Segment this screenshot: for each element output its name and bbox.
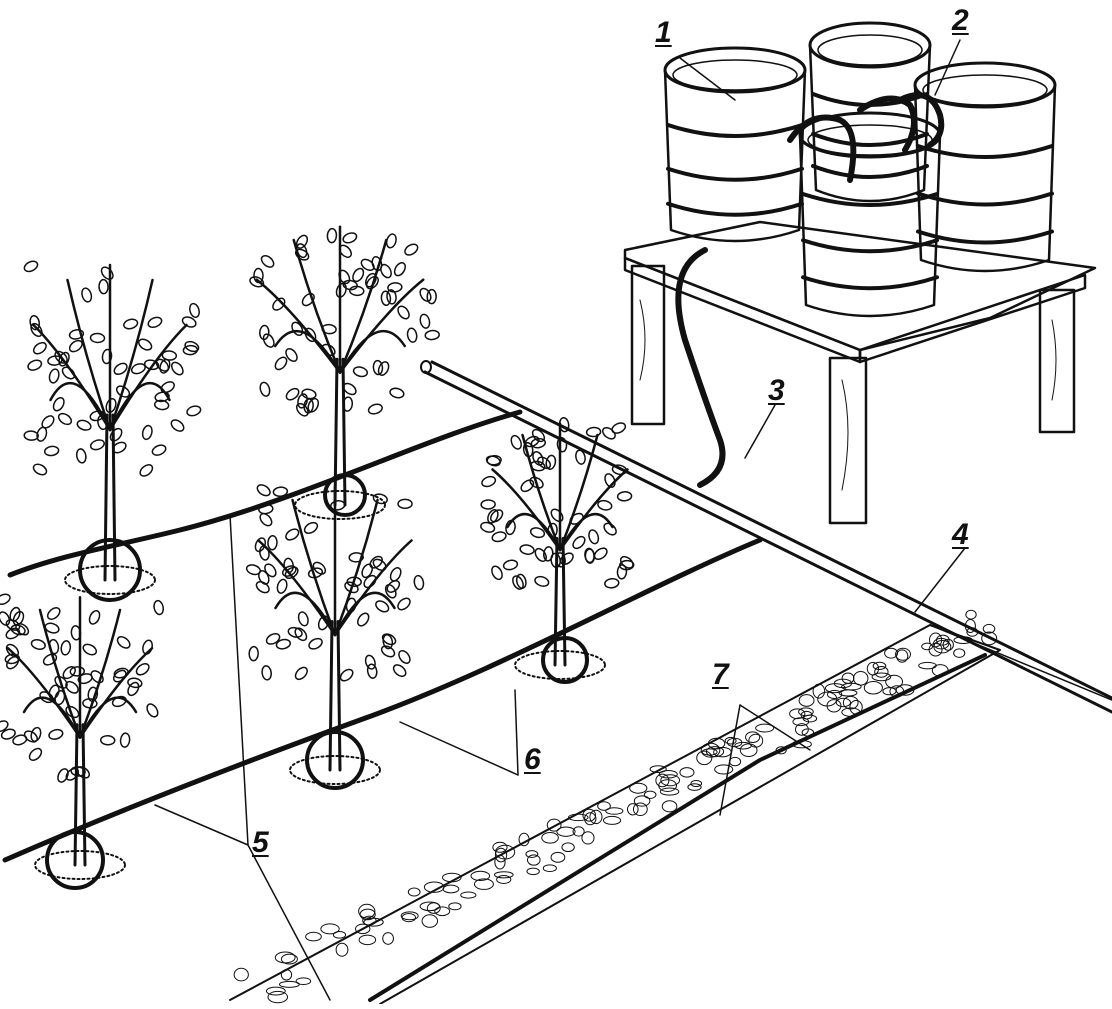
- drip-lines: [2, 409, 987, 1002]
- barrel-icon: [798, 111, 942, 318]
- main-pipe: [420, 360, 1112, 714]
- barrels: [663, 21, 1057, 318]
- callout-6: 6: [524, 743, 541, 776]
- callout-2: 2: [952, 4, 969, 37]
- callout-5: 5: [252, 826, 269, 859]
- garden-bed: [229, 609, 1112, 1005]
- callout-7: 7: [712, 658, 729, 691]
- table-icon: [623, 220, 1097, 525]
- tree-icon: [245, 484, 425, 785]
- callout-4: 4: [952, 518, 969, 551]
- barrel-icon: [913, 61, 1057, 273]
- siphon-hoses: [787, 92, 945, 183]
- callout-1: 1: [655, 16, 672, 49]
- trees: [0, 225, 635, 880]
- leader-lines: [154, 39, 966, 1001]
- bed-vegetation: [233, 609, 998, 1004]
- tree-icon: [23, 260, 202, 595]
- supply-hose: [675, 247, 726, 488]
- tree-icon: [0, 593, 165, 880]
- tree-icon: [249, 225, 440, 520]
- tree-icon: [480, 416, 635, 680]
- barrel-icon: [663, 46, 807, 243]
- callout-3: 3: [768, 374, 785, 407]
